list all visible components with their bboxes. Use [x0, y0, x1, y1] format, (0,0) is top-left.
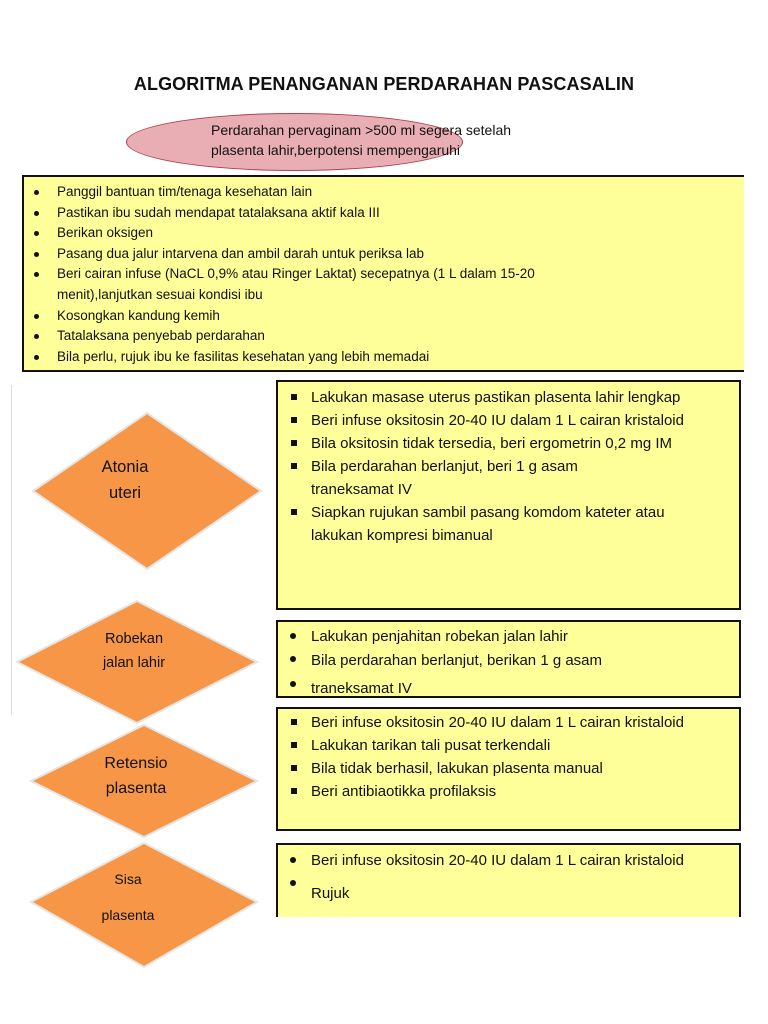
cause-step: Bila perdarahan berlanjut, berikan 1 g a… [278, 648, 739, 673]
general-steps-box: Panggil bantuan tim/tenaga kesehatan lai… [22, 175, 744, 372]
cause-step: Rujuk [278, 872, 739, 905]
cause-step: Bila oksitosin tidak tersedia, beri ergo… [278, 432, 739, 455]
diamond-label-line: Sisa [114, 871, 142, 887]
cause-step-continuation: traneksamat IV [278, 673, 739, 700]
cause-diamond-robekan: Robekan jalan lahir [14, 598, 260, 726]
condition-line-2: plasenta lahir,berpotensi mempengaruhi [211, 142, 461, 158]
condition-ellipse [126, 113, 463, 171]
diamond-shape [14, 599, 260, 725]
general-step: Berikan oksigen [24, 223, 744, 244]
cause-step: Bila perdarahan berlanjut, beri 1 g asam… [278, 455, 739, 501]
diamond-label-line: jalan lahir [102, 655, 166, 671]
page-title: ALGORITMA PENANGANAN PERDARAHAN PASCASAL… [133, 74, 635, 94]
diamond-shape [31, 411, 263, 571]
cause-step: Siapkan rujukan sambil pasang komdom kat… [278, 501, 739, 547]
cause-step: Beri antibiaotikka profilaksis [278, 780, 739, 803]
cause-step: Beri infuse oksitosin 20-40 IU dalam 1 L… [278, 849, 739, 872]
diamond-shape [28, 841, 260, 969]
cause-diamond-atonia: Atonia uteri [30, 410, 264, 572]
cause-step: Lakukan masase uterus pastikan plasenta … [278, 386, 739, 409]
general-step: Kosongkan kandung kemih [24, 306, 744, 327]
sisa-steps-box: Beri infuse oksitosin 20-40 IU dalam 1 L… [276, 843, 741, 917]
cause-step: Beri infuse oksitosin 20-40 IU dalam 1 L… [278, 711, 739, 734]
diamond-label-line: plasenta [105, 780, 167, 797]
diamond-label-line: uteri [108, 484, 142, 502]
general-step: Beri cairan infuse (NaCL 0,9% atau Ringe… [24, 264, 744, 305]
page-edge-line [11, 385, 12, 715]
diamond-label-line: Robekan [104, 631, 164, 647]
general-step: Panggil bantuan tim/tenaga kesehatan lai… [24, 182, 744, 203]
diamond-label-line: Retensio [104, 755, 168, 772]
general-step: Pastikan ibu sudah mendapat tatalaksana … [24, 203, 744, 224]
cause-step: Bila tidak berhasil, lakukan plasenta ma… [278, 757, 739, 780]
cause-step: Lakukan penjahitan robekan jalan lahir [278, 625, 739, 648]
cause-diamond-retensio: Retensio plasenta [28, 722, 260, 840]
robekan-steps-box: Lakukan penjahitan robekan jalan lahir B… [276, 620, 741, 698]
diamond-shape [28, 723, 260, 839]
cause-step: Beri infuse oksitosin 20-40 IU dalam 1 L… [278, 409, 739, 432]
cause-step: Lakukan tarikan tali pusat terkendali [278, 734, 739, 757]
retensio-steps-box: Beri infuse oksitosin 20-40 IU dalam 1 L… [276, 707, 741, 831]
condition-text: Perdarahan pervaginam >500 ml segera set… [211, 120, 571, 160]
diamond-label-line: Atonia [101, 458, 149, 476]
general-step: Pasang dua jalur intarvena dan ambil dar… [24, 244, 744, 265]
general-step: Bila perlu, rujuk ibu ke fasilitas keseh… [24, 347, 744, 368]
diamond-label-line: plasenta [101, 907, 155, 923]
cause-diamond-sisa: Sisa plasenta [28, 840, 260, 970]
atonia-steps-box: Lakukan masase uterus pastikan plasenta … [276, 380, 741, 610]
general-step: Tatalaksana penyebab perdarahan [24, 326, 744, 347]
condition-line-1: Perdarahan pervaginam >500 ml segera set… [211, 122, 512, 138]
